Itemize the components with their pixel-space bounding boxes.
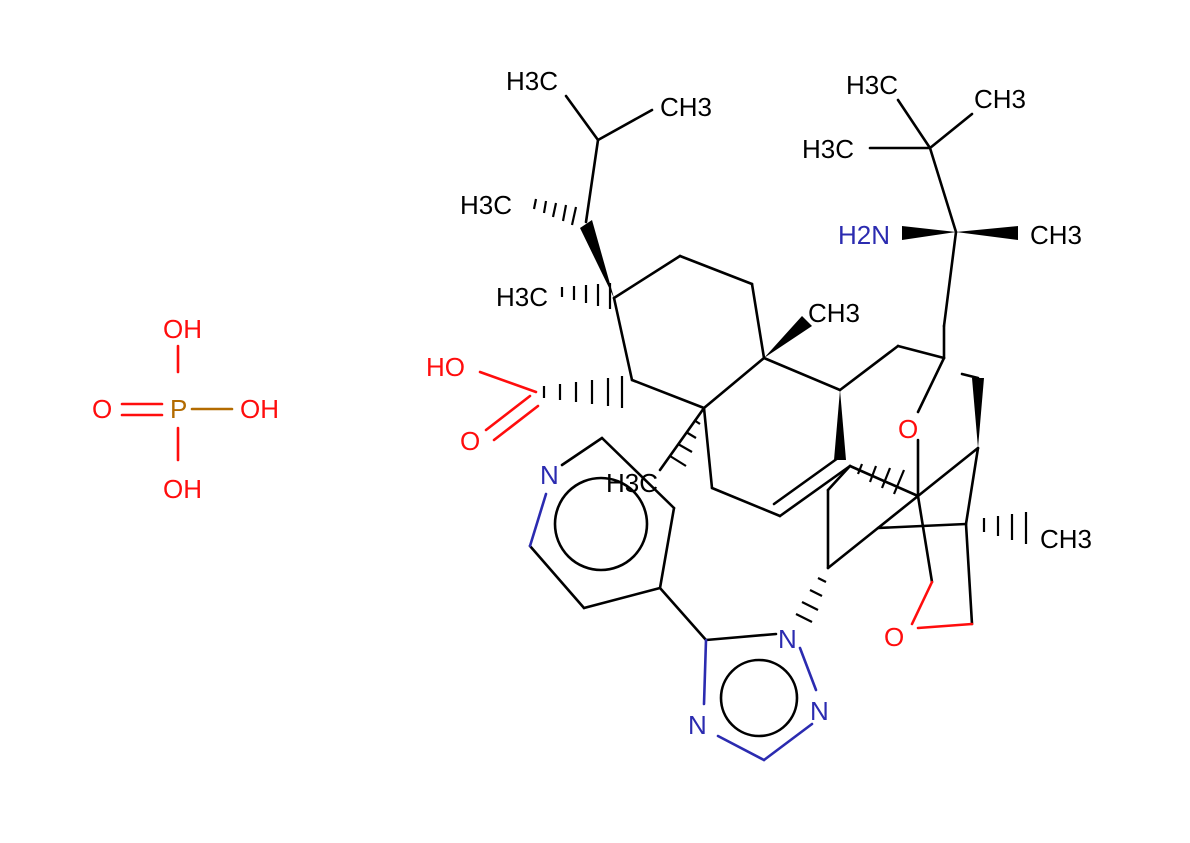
wedge-bond: [764, 316, 812, 358]
bond: [826, 464, 852, 492]
bond: [896, 98, 932, 150]
bond: [702, 406, 714, 490]
hashed-bond-side-chain: [532, 198, 578, 226]
ether-oxygen: O: [898, 414, 918, 444]
bond: [964, 446, 980, 526]
phosphoric-acid: P OH OH OH O: [92, 314, 279, 504]
bond: [702, 356, 766, 410]
bond: [528, 492, 548, 548]
methyl-label: CH3: [1040, 524, 1092, 554]
triazole-nitrogen: N: [810, 696, 829, 726]
bond: [702, 638, 708, 706]
bond: [560, 436, 604, 467]
bond: [916, 494, 934, 584]
bond: [916, 446, 980, 498]
methyl-label: H3C: [506, 66, 558, 96]
wedge-bond: [834, 390, 846, 460]
hashed-bond-angular: [669, 419, 701, 467]
hashed-bond-triazole: [795, 577, 827, 623]
bond: [916, 622, 974, 630]
hashed-bond-carboxyl: [542, 376, 624, 408]
triazole-nitrogen: N: [688, 710, 707, 740]
methyl-label: H3C: [496, 282, 548, 312]
amine-label: H2N: [838, 220, 890, 250]
pyridine-nitrogen: N: [540, 460, 559, 490]
bond: [928, 146, 958, 234]
bond: [762, 722, 814, 762]
atom-labels: H3C CH3 H3C H3C CH3 HO O H3C N N N N H3C…: [426, 66, 1092, 740]
oxo-oxygen: O: [92, 394, 112, 424]
bond: [960, 372, 980, 380]
bond: [876, 494, 920, 530]
double-bond-b: [772, 456, 840, 506]
bond: [564, 94, 600, 142]
ether-oxygen: O: [884, 622, 904, 652]
triazole-nitrogen: N: [778, 624, 797, 654]
bond: [762, 356, 842, 392]
wedge-bond: [956, 226, 1018, 240]
hydroxyl-bottom: OH: [163, 474, 202, 504]
triazole-ring: [702, 632, 818, 762]
bond: [658, 586, 708, 642]
bond: [826, 526, 880, 570]
methyl-label: H3C: [606, 468, 658, 498]
bond: [750, 282, 766, 360]
bond: [528, 544, 586, 610]
methyl-label: CH3: [1030, 220, 1082, 250]
bond: [928, 112, 974, 150]
bond: [716, 734, 766, 762]
bond: [838, 344, 900, 392]
bond: [478, 370, 538, 394]
bond: [658, 406, 706, 472]
methyl-label: H3C: [802, 134, 854, 164]
phosphorus-atom: P: [170, 394, 187, 424]
bond: [798, 646, 818, 692]
wedge-bond: [580, 220, 614, 298]
hashed-bond-ring-methyl: [560, 283, 612, 309]
hashed-bond-ring-junction: [856, 463, 906, 495]
bond: [612, 296, 634, 382]
methyl-label: CH3: [808, 298, 860, 328]
methyl-label: H3C: [846, 70, 898, 100]
pyridine-ring: [528, 436, 708, 642]
bond: [710, 486, 782, 518]
hydroxyl-top: OH: [163, 314, 202, 344]
bond: [916, 356, 946, 414]
hydroxyl-right: OH: [240, 394, 279, 424]
carboxyl-hydroxyl: HO: [426, 352, 465, 382]
methyl-label: CH3: [660, 92, 712, 122]
hashed-bond-bridge-methyl: [982, 512, 1028, 544]
carbon-skeleton: [478, 94, 980, 630]
wedge-bond: [902, 226, 956, 240]
methyl-label: CH3: [974, 84, 1026, 114]
bond: [678, 254, 754, 286]
bond: [582, 586, 662, 610]
bond: [612, 254, 682, 300]
bond: [896, 344, 946, 360]
bond: [630, 378, 706, 410]
carboxyl-oxygen: O: [460, 426, 480, 456]
bond: [600, 436, 676, 510]
bond: [704, 632, 778, 642]
bond: [910, 580, 934, 626]
aromatic-circle: [719, 658, 799, 738]
bond: [596, 108, 654, 142]
methyl-label: H3C: [460, 190, 512, 220]
bond: [658, 506, 676, 590]
bond: [964, 522, 974, 626]
double-bond-a: [778, 464, 852, 518]
stereo-bonds: [532, 198, 1028, 623]
bond: [492, 404, 540, 442]
wedge-bond: [972, 378, 984, 448]
aromatic-circle: [553, 476, 649, 572]
bond: [484, 394, 532, 432]
bond: [584, 138, 600, 224]
bond: [942, 230, 958, 328]
